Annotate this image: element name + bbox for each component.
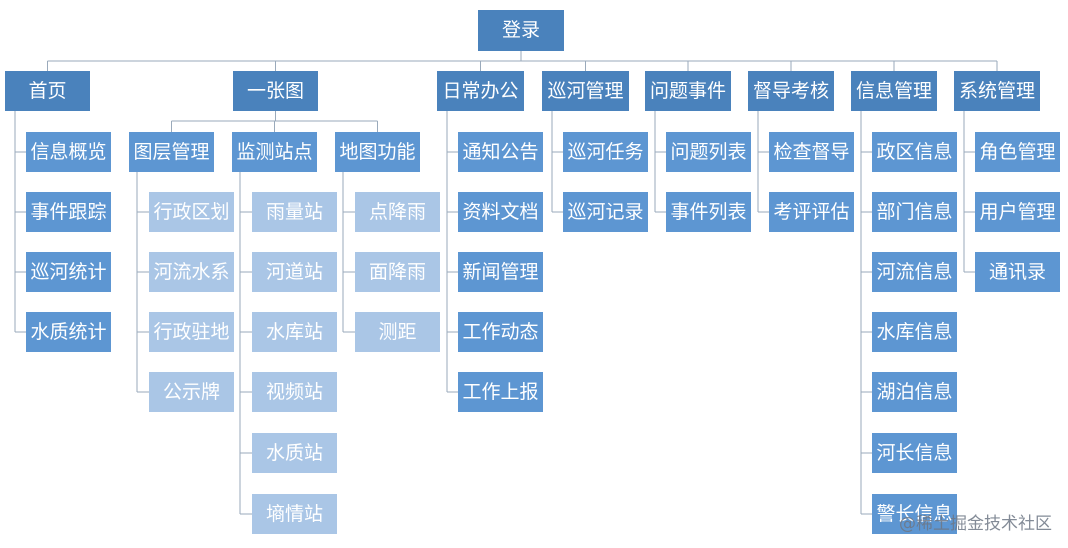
child-node-2-2[interactable]: 新闻管理 xyxy=(458,252,543,292)
child-node-2-3[interactable]: 工作动态 xyxy=(458,312,543,352)
child-node-6-0[interactable]: 政区信息 xyxy=(872,132,957,172)
leaf-node-2-2[interactable]: 测距 xyxy=(355,312,440,352)
leaf-node-0-2[interactable]: 行政驻地 xyxy=(149,312,234,352)
child-node-6-4[interactable]: 湖泊信息 xyxy=(872,372,957,412)
leaf-node-2-1[interactable]: 面降雨 xyxy=(355,252,440,292)
leaf-node-2-0[interactable]: 点降雨 xyxy=(355,192,440,232)
top-node-5[interactable]: 督导考核 xyxy=(748,71,834,111)
child-node-2-1[interactable]: 资料文档 xyxy=(458,192,543,232)
top-node-0[interactable]: 首页 xyxy=(5,71,90,111)
top-node-3[interactable]: 巡河管理 xyxy=(542,71,629,111)
root-node-login[interactable]: 登录 xyxy=(478,10,564,51)
top-node-1[interactable]: 一张图 xyxy=(233,71,318,111)
child-node-6-5[interactable]: 河长信息 xyxy=(872,433,957,473)
leaf-node-1-3[interactable]: 视频站 xyxy=(252,372,337,412)
top-node-4[interactable]: 问题事件 xyxy=(645,71,731,111)
child-node-2-0[interactable]: 通知公告 xyxy=(458,132,543,172)
child-node-4-1[interactable]: 事件列表 xyxy=(666,192,751,232)
top-node-7[interactable]: 系统管理 xyxy=(954,71,1040,111)
top-node-2[interactable]: 日常办公 xyxy=(437,71,524,111)
leaf-node-1-0[interactable]: 雨量站 xyxy=(252,192,337,232)
child-node-0-3[interactable]: 水质统计 xyxy=(26,312,111,352)
child-node-6-6[interactable]: 警长信息 xyxy=(872,494,957,534)
child-node-7-1[interactable]: 用户管理 xyxy=(975,192,1060,232)
leaf-node-0-0[interactable]: 行政区划 xyxy=(149,192,234,232)
child-node-7-0[interactable]: 角色管理 xyxy=(975,132,1060,172)
child-node-6-2[interactable]: 河流信息 xyxy=(872,252,957,292)
leaf-node-1-2[interactable]: 水库站 xyxy=(252,312,337,352)
leaf-node-1-1[interactable]: 河道站 xyxy=(252,252,337,292)
group-node-0[interactable]: 图层管理 xyxy=(129,132,214,172)
group-node-2[interactable]: 地图功能 xyxy=(335,132,420,172)
child-node-0-1[interactable]: 事件跟踪 xyxy=(26,192,111,232)
child-node-3-1[interactable]: 巡河记录 xyxy=(563,192,648,232)
child-node-7-2[interactable]: 通讯录 xyxy=(975,252,1060,292)
child-node-3-0[interactable]: 巡河任务 xyxy=(563,132,648,172)
child-node-6-1[interactable]: 部门信息 xyxy=(872,192,957,232)
watermark: @稀土掘金技术社区 xyxy=(899,514,1052,534)
leaf-node-0-3[interactable]: 公示牌 xyxy=(149,372,234,412)
child-node-6-3[interactable]: 水库信息 xyxy=(872,312,957,352)
child-node-5-1[interactable]: 考评评估 xyxy=(769,192,854,232)
leaf-node-0-1[interactable]: 河流水系 xyxy=(149,252,234,292)
group-node-1[interactable]: 监测站点 xyxy=(232,132,317,172)
child-node-0-2[interactable]: 巡河统计 xyxy=(26,252,111,292)
leaf-node-1-4[interactable]: 水质站 xyxy=(252,433,337,473)
child-node-5-0[interactable]: 检查督导 xyxy=(769,132,854,172)
leaf-node-1-5[interactable]: 墒情站 xyxy=(252,494,337,534)
child-node-2-4[interactable]: 工作上报 xyxy=(458,372,543,412)
child-node-0-0[interactable]: 信息概览 xyxy=(26,132,111,172)
top-node-6[interactable]: 信息管理 xyxy=(851,71,937,111)
child-node-4-0[interactable]: 问题列表 xyxy=(666,132,751,172)
